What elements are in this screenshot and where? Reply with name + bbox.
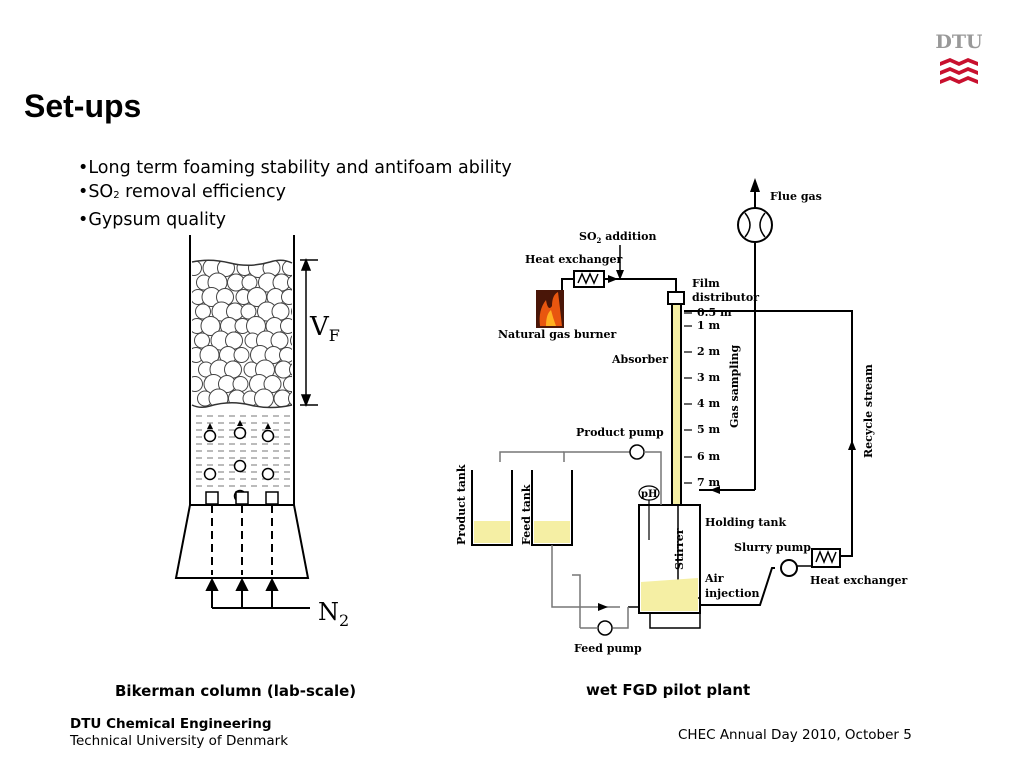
foam-bubble	[241, 274, 258, 291]
foam-bubble	[194, 332, 210, 349]
foam-bubble	[287, 274, 292, 291]
height-label: 3 m	[697, 371, 720, 384]
n2-inlet-arrows	[205, 577, 310, 609]
footer-dept: DTU Chemical Engineering	[70, 716, 272, 732]
dtu-logo: DTU	[935, 30, 983, 92]
fgd-caption: wet FGD pilot plant	[586, 681, 751, 699]
film-label: Film	[692, 277, 720, 290]
film-distributor-box	[667, 291, 685, 305]
footer-event: CHEC Annual Day 2010, October 5	[678, 727, 912, 743]
gas-bubble	[203, 429, 217, 443]
foam-bubble	[290, 332, 292, 349]
flame-icon	[539, 292, 562, 326]
stirrer-label: Stirrer	[673, 528, 686, 570]
product-tank-label: Product tank	[455, 464, 468, 545]
absorber-column	[671, 303, 682, 511]
product-tank-liquid	[474, 521, 510, 543]
height-label: 7 m	[697, 476, 720, 489]
footer-university: Technical University of Denmark	[70, 733, 289, 749]
foam-bubble	[192, 376, 203, 392]
height-label: 0.5 m	[697, 306, 732, 319]
bullet-gypsum: Gypsum quality	[78, 208, 512, 232]
gas-sampling-label: Gas sampling	[728, 344, 741, 428]
vf-label: VF	[309, 312, 340, 345]
height-label: 2 m	[697, 345, 720, 358]
absorber-label: Absorber	[611, 353, 668, 366]
slurry-pump	[780, 559, 798, 577]
foam-bubble	[232, 376, 249, 392]
heat-exchanger-top	[573, 270, 605, 288]
gas-bubble	[233, 459, 247, 473]
flue-gas-label: Flue gas	[770, 190, 822, 203]
heat-exchanger-top-label: Heat exchanger	[525, 253, 622, 266]
holding-tank-label: Holding tank	[705, 516, 787, 529]
heat-exchanger-bottom-label: Heat exchanger	[810, 574, 907, 587]
gas-bubble	[233, 426, 247, 440]
foam-bubble	[283, 376, 292, 392]
gas-bubble	[261, 467, 275, 481]
footer-left: DTU Chemical Engineering Technical Unive…	[70, 716, 288, 750]
feed-pump-label: Feed pump	[574, 642, 642, 655]
natural-gas-burner-label: Natural gas burner	[498, 328, 617, 341]
vf-dimension	[300, 257, 318, 408]
height-label: 1 m	[697, 319, 720, 332]
product-pump-label: Product pump	[576, 426, 664, 439]
bullet-foaming: Long term foaming stability and antifoam…	[78, 156, 511, 180]
holding-tank-liquid	[641, 578, 698, 611]
slurry-pump-label: Slurry pump	[734, 541, 811, 554]
n2-label: N2	[318, 598, 349, 630]
height-label: 4 m	[697, 397, 720, 410]
foam-bubble	[291, 303, 292, 320]
air-label: Air	[704, 572, 724, 585]
foam-bubble	[280, 318, 292, 334]
slide-title: Set-ups	[24, 88, 142, 124]
foam-bubble	[288, 390, 292, 407]
feed-tank-label: Feed tank	[520, 484, 533, 545]
ph-label: pH	[641, 489, 657, 500]
foam-bubble	[279, 347, 292, 363]
foam-bubble	[192, 260, 202, 276]
foam-bubble	[281, 289, 292, 305]
injection-label: injection	[705, 587, 759, 600]
fgd-pilot-plant-diagram: Flue gas SO2 addition Heat exchanger Nat…	[455, 178, 907, 655]
foam-bubble	[274, 360, 292, 379]
foam-bubble	[240, 303, 257, 320]
distributor-label: distributor	[692, 291, 759, 304]
feed-tank-liquid	[534, 521, 570, 543]
recycle-stream-label: Recycle stream	[862, 364, 875, 458]
logo-text: DTU	[936, 31, 982, 53]
rising-bubbles	[203, 420, 275, 503]
so2-addition-label: SO2 addition	[579, 230, 657, 245]
height-label: 5 m	[697, 423, 720, 436]
column-base	[174, 504, 310, 579]
bullet-so2: SO2 removal efficiency	[78, 180, 512, 208]
foam-bubble	[263, 375, 282, 393]
foam-bubbles	[192, 260, 292, 408]
bikerman-column-diagram: VF N2	[174, 235, 349, 630]
foam-bubble	[254, 388, 274, 408]
foam-bubble	[289, 361, 292, 378]
bullet-list: Long term foaming stability and antifoam…	[78, 156, 512, 232]
foam-bubble	[233, 347, 250, 363]
gas-bubble	[261, 429, 275, 443]
height-label: 6 m	[697, 450, 720, 463]
gas-bubble	[203, 467, 217, 481]
foam-bubble	[195, 303, 211, 320]
bikerman-caption: Bikerman column (lab-scale)	[115, 682, 357, 700]
